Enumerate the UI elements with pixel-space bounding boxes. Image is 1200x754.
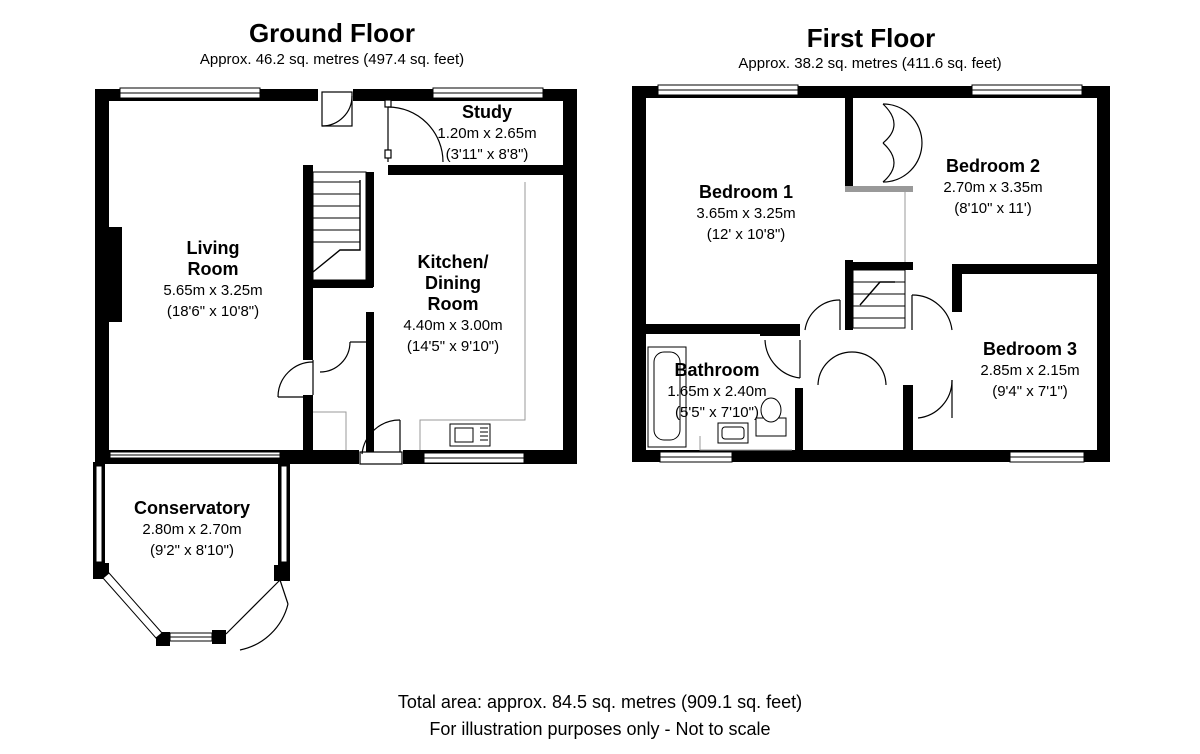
room-imperial: (5'5" x 7'10") <box>675 404 759 421</box>
ground-floor-doors <box>277 91 444 465</box>
room-label-conservatory: Conservatory 2.80m x 2.70m (9'2" x 8'10"… <box>112 498 272 561</box>
room-name: Dining <box>425 273 481 293</box>
room-name: Room <box>187 259 239 279</box>
ground-floor-title: Ground Floor <box>248 18 416 48</box>
room-name: Kitchen/ <box>417 252 489 272</box>
ground-stairs <box>312 171 367 281</box>
room-name: Room <box>427 294 479 314</box>
room-label-bedroom-2: Bedroom 2 2.70m x 3.35m (8'10" x 11') <box>913 156 1073 219</box>
room-label-bedroom-3: Bedroom 3 2.85m x 2.15m (9'4" x 7'1") <box>950 339 1110 402</box>
room-name: Bedroom 2 <box>945 156 1041 176</box>
room-name: Living <box>186 238 240 258</box>
room-metric: 4.40m x 3.00m <box>403 317 503 334</box>
room-metric: 1.65m x 2.40m <box>667 383 767 400</box>
room-label-kitchen-dining: Kitchen/ Dining Room 4.40m x 3.00m (14'5… <box>374 252 532 357</box>
room-label-bedroom-1: Bedroom 1 3.65m x 3.25m (12' x 10'8") <box>666 182 826 245</box>
kitchen-units <box>313 182 526 450</box>
first-floor-doors <box>764 103 953 419</box>
room-metric: 2.85m x 2.15m <box>980 362 1080 379</box>
ground-floor-walls <box>95 89 577 464</box>
room-metric: 2.80m x 2.70m <box>142 521 242 538</box>
room-label-living-room: Living Room 5.65m x 3.25m (18'6" x 10'8"… <box>133 238 293 322</box>
room-imperial: (8'10" x 11') <box>954 200 1032 217</box>
room-imperial: (3'11" x 8'8") <box>445 146 529 163</box>
room-imperial: (14'5" x 9'10") <box>406 338 500 355</box>
first-floor-title: First Floor <box>806 23 936 53</box>
first-floor-windows <box>657 84 1085 463</box>
room-label-study: Study 1.20m x 2.65m (3'11" x 8'8") <box>402 102 572 165</box>
room-name: Bathroom <box>674 360 760 380</box>
room-metric: 1.20m x 2.65m <box>437 125 537 142</box>
room-imperial: (9'2" x 8'10") <box>150 542 234 559</box>
ground-floor-area: Approx. 46.2 sq. metres (497.4 sq. feet) <box>199 51 465 68</box>
room-name: Bedroom 3 <box>982 339 1078 359</box>
room-metric: 5.65m x 3.25m <box>163 282 263 299</box>
room-imperial: (18'6" x 10'8") <box>166 303 260 320</box>
room-metric: 3.65m x 3.25m <box>696 205 796 222</box>
room-name: Study <box>461 102 512 122</box>
room-imperial: (12' x 10'8") <box>706 226 786 243</box>
room-imperial: (9'4" x 7'1") <box>992 383 1068 400</box>
room-metric: 2.70m x 3.35m <box>943 179 1043 196</box>
room-name: Bedroom 1 <box>698 182 794 202</box>
disclaimer-text: For illustration purposes only - Not to … <box>429 719 771 739</box>
bathroom-fixtures <box>647 346 792 451</box>
conservatory-glazing <box>95 451 288 642</box>
first-floor-stairs <box>852 192 906 329</box>
room-name: Conservatory <box>133 498 251 518</box>
room-label-bathroom: Bathroom 1.65m x 2.40m (5'5" x 7'10") <box>642 360 792 423</box>
total-area-text: Total area: approx. 84.5 sq. metres (909… <box>397 692 803 712</box>
first-floor-area: Approx. 38.2 sq. metres (411.6 sq. feet) <box>738 55 1002 72</box>
conservatory-door <box>225 579 289 651</box>
ground-floor-windows <box>119 87 544 464</box>
